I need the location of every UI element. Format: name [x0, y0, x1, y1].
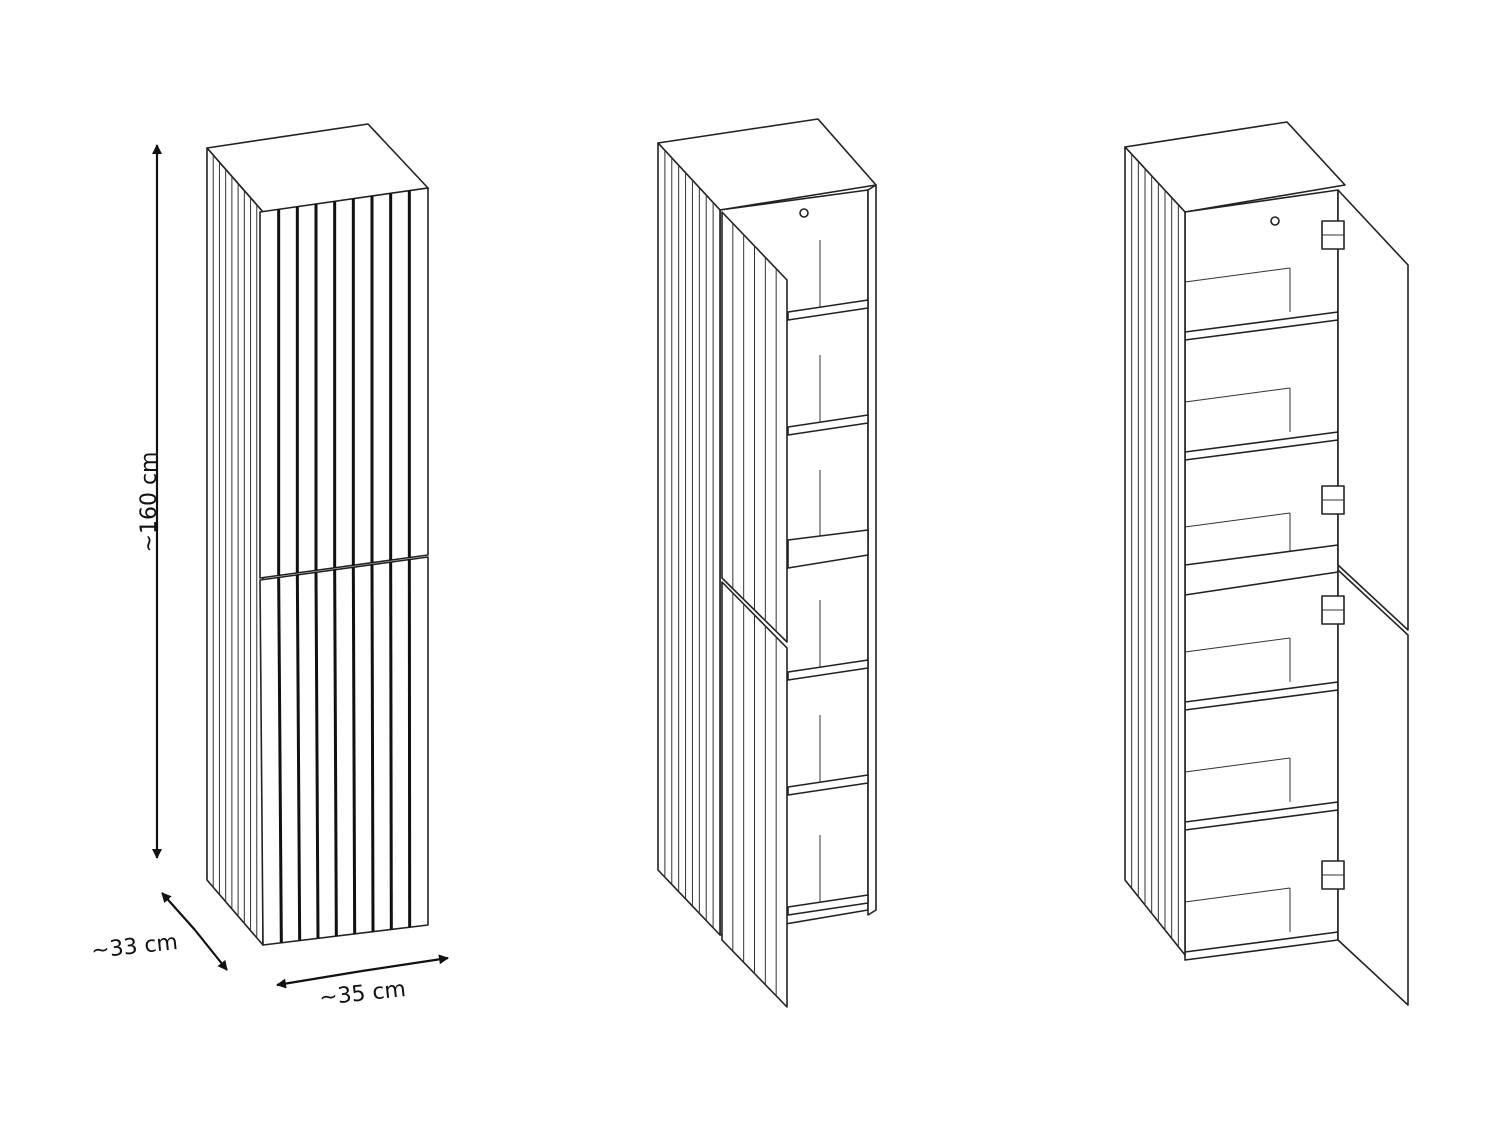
shelf [787, 774, 869, 796]
door-groove [389, 562, 393, 930]
shelf-back-edge [1184, 267, 1291, 283]
door-groove [277, 577, 283, 943]
shelf-back-edge [1184, 512, 1291, 528]
depth-label: ~33 cm [90, 930, 179, 964]
shelf [787, 299, 869, 321]
wall-mount-bolt [799, 208, 809, 218]
cabinet-side-panel [1124, 146, 1186, 956]
lower-door [259, 556, 429, 946]
upper-door-open [1337, 189, 1409, 631]
width-label: ~35 cm [318, 977, 407, 1011]
upper-door [259, 187, 429, 579]
door-groove [295, 574, 302, 941]
cabinet-side-panel [657, 142, 721, 936]
wall-mount-bolt [1270, 216, 1280, 226]
shelf [787, 659, 869, 681]
left-open-cabinet [657, 118, 877, 1008]
shelf-back-edge [1184, 637, 1291, 653]
cabinet-side-panel [206, 147, 264, 946]
shelf-back-edge [1184, 887, 1291, 903]
shelf-back-edge [1184, 757, 1291, 773]
shelf-back-edge [1184, 387, 1291, 403]
shelf [787, 414, 869, 436]
door-groove [314, 572, 320, 939]
depth-arrow [161, 892, 196, 931]
height-label: ~160 cm [137, 452, 162, 553]
lower-door-open [1337, 569, 1409, 1006]
door-groove [333, 569, 338, 937]
door-groove [351, 567, 357, 934]
door-groove [370, 564, 375, 932]
width-arrow [276, 969, 363, 989]
shelf [787, 894, 869, 916]
closed-cabinet [206, 123, 429, 946]
middle-divider [787, 529, 869, 569]
right-open-cabinet [1124, 121, 1409, 1006]
